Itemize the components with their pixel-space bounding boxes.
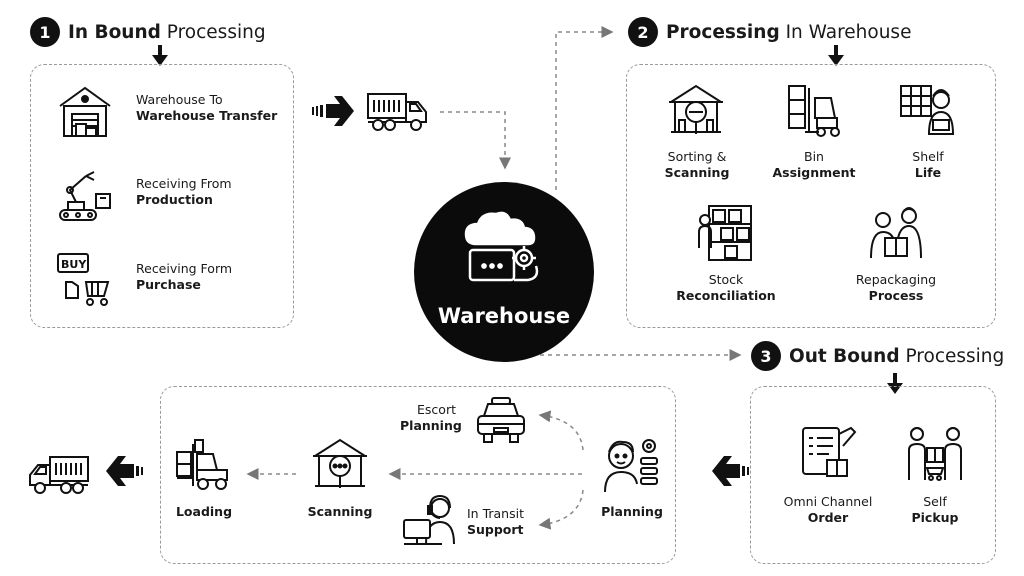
step-1-number: 1 xyxy=(30,17,60,47)
step-2-title-light: In Warehouse xyxy=(785,21,912,43)
inbound-item-3-label: Receiving Form Purchase xyxy=(136,261,233,292)
step-1-title-bold: In Bound xyxy=(68,21,161,43)
scanning-warehouse-icon-outbound xyxy=(311,436,369,492)
outbound-option-2-label: Self Pickup xyxy=(911,494,959,525)
planning-label: Planning xyxy=(601,504,663,519)
step-3-title-bold: Out Bound xyxy=(789,345,900,367)
scanning-label: Scanning xyxy=(307,504,373,519)
step-2-title-bold: Processing xyxy=(666,21,780,43)
outbound-flow-panel xyxy=(160,386,676,564)
loading-forklift-icon xyxy=(175,436,233,492)
in-transit-support-label: In Transit Support xyxy=(467,506,524,537)
loading-label: Loading xyxy=(175,504,233,519)
planner-person-icon xyxy=(601,436,661,494)
step-3-heading: 3 Out Bound Processing xyxy=(751,340,1004,372)
escort-planning-label: Escort Planning xyxy=(400,402,462,433)
repackaging-icon xyxy=(867,204,925,262)
truck-outbound-icon xyxy=(28,455,90,495)
inbound-item-2-label: Receiving From Production xyxy=(136,176,232,207)
processing-item-5-label: Repackaging Process xyxy=(855,272,937,303)
inbound-item-1-label: Warehouse To Warehouse Transfer xyxy=(136,92,278,123)
step-2-number: 2 xyxy=(628,17,658,47)
outbound-option-1-label: Omni Channel Order xyxy=(783,494,873,525)
step-3-number: 3 xyxy=(751,341,781,371)
step-3-title-light: Processing xyxy=(905,345,1005,367)
support-agent-icon xyxy=(402,494,460,546)
clipboard-order-icon xyxy=(799,424,857,482)
worker-shelf-icon xyxy=(899,82,957,138)
processing-item-4-label: Stock Reconciliation xyxy=(676,272,776,303)
step-1-heading: 1 In Bound Processing xyxy=(30,16,266,48)
warehouse-processing-panel xyxy=(626,64,996,328)
police-car-icon xyxy=(474,396,528,448)
processing-item-2-label: Bin Assignment xyxy=(772,149,856,180)
inbound-panel xyxy=(30,64,294,328)
step-1-title-light: Processing xyxy=(166,21,266,43)
forklift-icon xyxy=(785,82,843,138)
warehouse-hub: Warehouse xyxy=(414,182,594,362)
stock-shelves-icon xyxy=(697,204,755,262)
scanning-warehouse-icon xyxy=(667,82,725,138)
hub-label: Warehouse xyxy=(437,304,571,328)
robot-arm-icon xyxy=(56,168,114,222)
processing-item-3-label: Shelf Life xyxy=(912,149,944,180)
svg-text:BUY: BUY xyxy=(61,258,87,271)
processing-item-1-label: Sorting & Scanning xyxy=(664,149,730,180)
truck-icon xyxy=(366,92,428,132)
pickup-workers-icon xyxy=(905,424,965,482)
cloud-laptop-gear-icon xyxy=(462,210,548,290)
warehouse-icon xyxy=(56,84,114,138)
step-2-heading: 2 Processing In Warehouse xyxy=(628,16,911,48)
buy-cart-icon: BUY xyxy=(56,252,114,308)
outbound-options-panel xyxy=(750,386,996,564)
